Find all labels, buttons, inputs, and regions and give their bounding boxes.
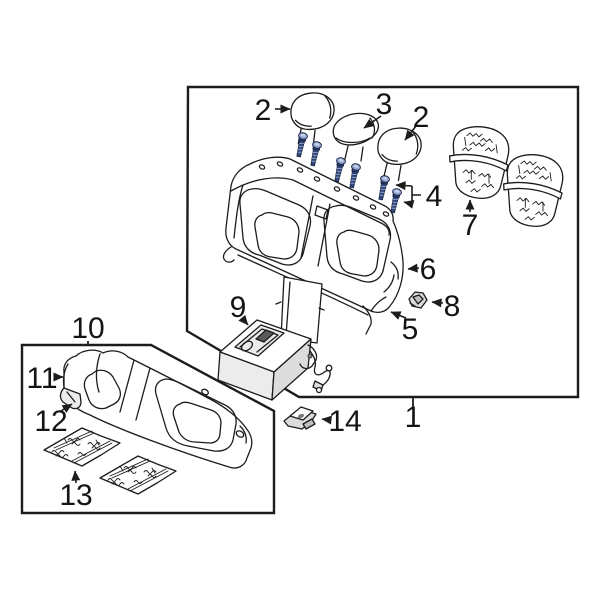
- side-shield: [59, 387, 82, 410]
- latch: [283, 406, 317, 430]
- callout-7: 7: [462, 209, 479, 242]
- callout-11: 11: [26, 362, 57, 395]
- callout-13: 13: [59, 479, 92, 512]
- armrest: [217, 319, 318, 401]
- seat-cushion: [59, 349, 253, 469]
- callout-10: 10: [71, 312, 104, 345]
- callout-3: 3: [376, 88, 393, 121]
- callout-6: 6: [420, 253, 437, 286]
- callout-1: 1: [405, 401, 422, 434]
- callouts: 1 2 3 2 4 5 6 7 8 9 10 11 12 13 14: [26, 88, 478, 512]
- callout-14: 14: [328, 405, 361, 438]
- callout-12: 12: [34, 405, 67, 438]
- callout-8: 8: [444, 290, 461, 323]
- armrest-panel: [275, 276, 325, 344]
- callout-9: 9: [230, 291, 247, 324]
- wiring-harness: [301, 341, 333, 394]
- clip: [408, 291, 428, 309]
- callout-2-right: 2: [413, 101, 430, 134]
- rail-holes: [258, 161, 390, 217]
- callout-4: 4: [426, 180, 443, 213]
- callout-5: 5: [402, 313, 419, 346]
- leader-lines: [53, 104, 475, 484]
- callout-2-left: 2: [255, 94, 272, 127]
- seat-back: [222, 156, 404, 335]
